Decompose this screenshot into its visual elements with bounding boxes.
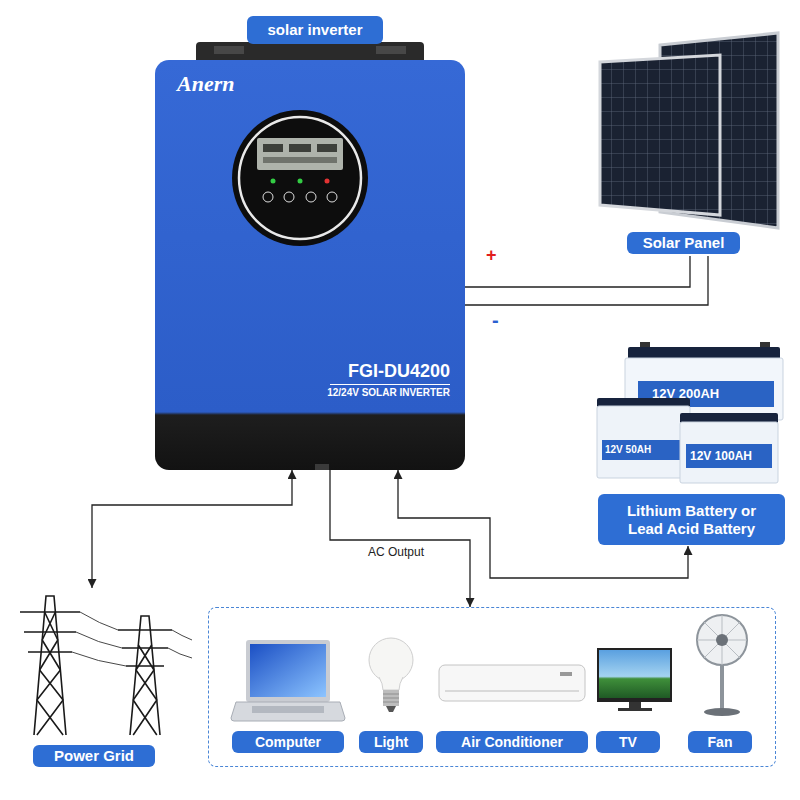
tv-icon-part <box>597 648 672 702</box>
fan-icon <box>697 615 747 716</box>
inverter-face-part <box>271 179 276 184</box>
edge-label: AC Output <box>366 545 426 559</box>
fan-icon-part <box>716 634 728 646</box>
battery-rating: 12V 50AH <box>605 444 651 456</box>
pill-label: Fan <box>688 731 752 753</box>
fan-icon-part <box>697 615 747 665</box>
battery-rating: 12V 200AH <box>652 386 719 402</box>
air-conditioner-icon-part <box>439 665 585 701</box>
inverter-face-part <box>306 192 316 202</box>
load-node: Light <box>356 627 426 762</box>
brand-logo: Anern <box>177 70 277 98</box>
mounting-bracket <box>196 42 424 62</box>
air-conditioner-icon-part <box>445 691 579 692</box>
power-tower-part <box>37 612 63 735</box>
power-grid-node: Power Grid <box>14 588 196 770</box>
title-pill-node: solar inverter <box>247 16 383 44</box>
battery-drawing-part <box>686 444 772 468</box>
battery-rating: 12V 100AH <box>690 449 752 463</box>
tv-icon-part <box>629 702 641 708</box>
laptop-icon-part <box>250 644 326 697</box>
load-group: Computer Light Air Conditioner TV Fan <box>208 607 776 767</box>
bulb-icon-part <box>383 690 399 706</box>
laptop-icon-part <box>231 702 345 721</box>
connector <box>465 256 690 287</box>
inverter-face-part <box>257 138 343 170</box>
laptop-icon-part <box>246 640 330 702</box>
connector <box>465 256 708 305</box>
inverter-face-part <box>315 464 329 470</box>
tv-icon-part <box>599 650 670 698</box>
bulb-icon <box>369 638 413 712</box>
power-tower-part <box>133 645 157 735</box>
inverter-face-part <box>317 144 337 152</box>
laptop-icon-part <box>252 706 324 713</box>
load-node: Fan <box>684 612 760 762</box>
inverter-face-part <box>263 192 273 202</box>
tv-icon <box>597 648 672 711</box>
load-node: Computer <box>230 627 348 762</box>
bulb-icon-part <box>369 638 413 682</box>
inverter-face-part <box>263 144 283 152</box>
pill-label: Light <box>359 731 423 753</box>
mounting-bracket-part <box>376 46 406 54</box>
connector <box>330 470 470 607</box>
load-node: TV <box>594 627 674 762</box>
power-tower-part <box>130 616 160 735</box>
load-node: Air Conditioner <box>434 627 590 762</box>
power-tower <box>20 596 192 735</box>
pill-label: Lithium Battery or Lead Acid Battery <box>598 494 785 545</box>
power-tower-part <box>34 596 66 735</box>
pill-label: Power Grid <box>33 745 155 767</box>
fan-icon-part <box>704 708 740 716</box>
pill-label: solar inverter <box>247 16 383 44</box>
inverter-face-part <box>232 110 368 246</box>
air-conditioner-icon <box>439 665 585 701</box>
pill-label: Air Conditioner <box>436 731 588 753</box>
tv-icon-part <box>618 708 652 711</box>
battery-drawing-part <box>597 406 690 478</box>
fan-icon-part <box>697 615 747 665</box>
power-tower-part <box>72 612 192 666</box>
polarity-sign: - <box>492 308 499 332</box>
model-name: FGI-DU4200 <box>280 360 450 382</box>
bulb-icon-part <box>379 677 403 690</box>
air-conditioner-icon-part <box>560 672 572 676</box>
laptop-icon <box>231 640 345 721</box>
battery-drawing <box>597 342 783 483</box>
bulb-icon-part <box>386 706 396 712</box>
pill-label: Computer <box>232 731 344 753</box>
power-tower-part <box>20 612 80 652</box>
inverter-box: AnernFGI-DU4200 12/24V SOLAR INVERTER <box>155 60 465 470</box>
solar-panel-node: Solar Panel <box>596 30 782 256</box>
model-subtitle: 12/24V SOLAR INVERTER <box>270 386 450 399</box>
inverter-face-part <box>263 157 337 163</box>
inverter-face-part <box>284 192 294 202</box>
fan-icon-part <box>720 665 724 710</box>
inverter-face-part <box>298 179 303 184</box>
bulb-icon-part <box>383 694 399 702</box>
power-tower-part <box>118 630 172 666</box>
connector <box>92 470 292 588</box>
solar-panel-drawing <box>600 33 778 228</box>
pill-label: Solar Panel <box>627 232 740 254</box>
battery-drawing-part <box>680 422 778 483</box>
inverter-face-part <box>325 179 330 184</box>
inverter-face-part <box>327 192 337 202</box>
pill-label: TV <box>596 731 660 753</box>
inverter-face-part <box>289 144 311 152</box>
inverter-face <box>155 60 465 470</box>
mounting-bracket-part <box>214 46 244 54</box>
mounting-bracket-part <box>196 42 424 62</box>
battery-drawing-part <box>602 440 684 460</box>
inverter-face-part <box>239 117 361 239</box>
inverter-face-part <box>330 384 450 385</box>
solar-panel-drawing-part <box>600 55 720 215</box>
polarity-sign: + <box>486 245 497 267</box>
